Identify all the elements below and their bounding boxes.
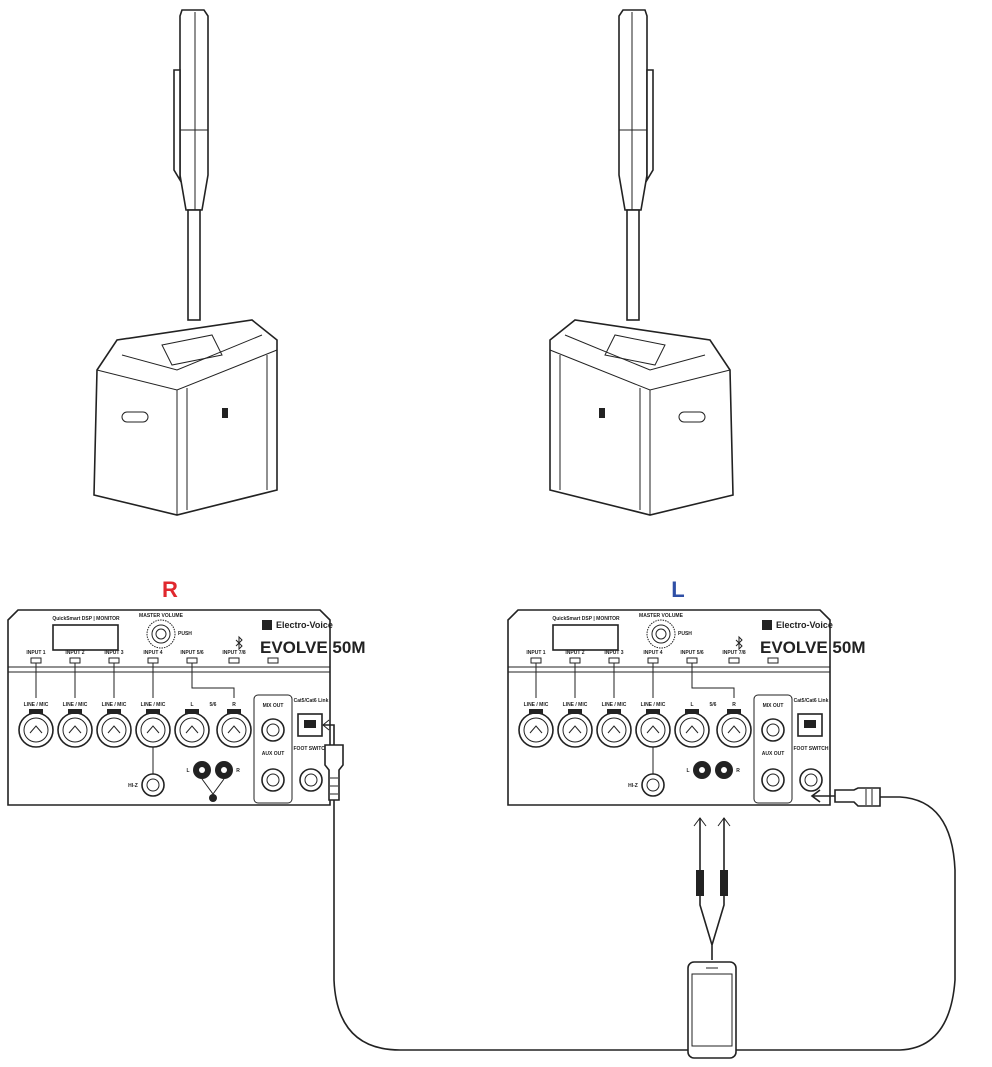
stereo-left-label: L (190, 702, 193, 708)
input-label: INPUT 2 (565, 650, 584, 656)
rca-left-label: L (186, 768, 189, 774)
input-label: INPUT 7/8 (222, 650, 246, 656)
input-type-label: LINE / MIC (524, 702, 549, 708)
master-volume-knob[interactable] (647, 620, 675, 648)
channel-label-left: L (671, 577, 684, 602)
link-port-label: Cat5/Cat6 Link (294, 698, 329, 704)
ethernet-plug-left (834, 787, 881, 807)
aux-out-jack[interactable] (261, 768, 285, 792)
output-section (253, 694, 293, 804)
mix-out-jack[interactable] (761, 718, 785, 742)
push-label: PUSH (178, 631, 192, 637)
stereo-pair-label: 5/6 (210, 702, 217, 708)
display-label: QuickSmart DSP | MONITOR (52, 616, 120, 622)
input-type-label: LINE / MIC (102, 702, 127, 708)
display-label: QuickSmart DSP | MONITOR (552, 616, 620, 622)
rca-left-label: L (686, 768, 689, 774)
input-label: INPUT 2 (65, 650, 84, 656)
hiz-label: HI-Z (628, 783, 638, 789)
ev-logo: EV (764, 624, 771, 630)
model-name: EVOLVE 50M (260, 638, 366, 657)
control-panel-left: QuickSmart DSP | MONITOR MASTER VOLUME PUS… (507, 609, 866, 806)
input-indicator (728, 657, 740, 664)
aux-out-jack[interactable] (761, 768, 785, 792)
input-label: INPUT 1 (526, 650, 545, 656)
hiz-label: HI-Z (128, 783, 138, 789)
network-link-cable (322, 719, 956, 1051)
input-type-label: LINE / MIC (602, 702, 627, 708)
input-indicator (228, 657, 240, 664)
input-label: INPUT 7/8 (722, 650, 746, 656)
master-volume-label: MASTER VOLUME (639, 613, 684, 619)
mix-out-label: MIX OUT (263, 703, 284, 709)
input-type-label: LINE / MIC (641, 702, 666, 708)
rca-right-label: R (236, 768, 240, 774)
speaker-right-channel (93, 9, 278, 516)
rca-junction (209, 794, 217, 802)
aux-out-label: AUX OUT (262, 751, 285, 757)
stereo-pair-label: 5/6 (710, 702, 717, 708)
brand-name: Electro-Voice (276, 620, 333, 630)
rca-cable (693, 817, 731, 960)
rca-input-left[interactable] (693, 761, 711, 779)
footswitch-jack[interactable] (799, 768, 823, 792)
hiz-input-jack[interactable] (141, 773, 165, 797)
input-type-label: LINE / MIC (63, 702, 88, 708)
input-label: INPUT 5/6 (680, 650, 704, 656)
input-label: INPUT 3 (104, 650, 123, 656)
control-panel-right: QuickSmart DSP | MONITOR MASTER VOLUME PUS… (7, 609, 366, 806)
output-section (753, 694, 793, 804)
input-label: INPUT 4 (143, 650, 162, 656)
speaker-left-channel (549, 9, 734, 516)
ethernet-plug-right (324, 744, 344, 801)
brand-name: Electro-Voice (776, 620, 833, 630)
rca-input-left[interactable] (193, 761, 211, 779)
mix-out-label: MIX OUT (763, 703, 784, 709)
footswitch-label: FOOT SWITCH (794, 746, 829, 752)
input-type-label: LINE / MIC (563, 702, 588, 708)
rca-right-label: R (736, 768, 740, 774)
mix-out-jack[interactable] (261, 718, 285, 742)
input-type-label: LINE / MIC (141, 702, 166, 708)
hiz-input-jack[interactable] (641, 773, 665, 797)
push-label: PUSH (678, 631, 692, 637)
stereo-left-label: L (690, 702, 693, 708)
footswitch-jack[interactable] (299, 768, 323, 792)
input-label: INPUT 3 (604, 650, 623, 656)
ev-logo: EV (264, 624, 271, 630)
rca-input-right[interactable] (215, 761, 233, 779)
input-label: INPUT 1 (26, 650, 45, 656)
channel-label-right: R (162, 577, 178, 602)
footswitch-label: FOOT SWITCH (294, 746, 329, 752)
model-name: EVOLVE 50M (760, 638, 866, 657)
input-label: INPUT 4 (643, 650, 662, 656)
rca-input-right[interactable] (715, 761, 733, 779)
master-volume-label: MASTER VOLUME (139, 613, 184, 619)
input-label: INPUT 5/6 (180, 650, 204, 656)
stereo-right-label: R (732, 702, 736, 708)
smartphone-icon (687, 961, 737, 1059)
aux-out-label: AUX OUT (762, 751, 785, 757)
input-type-label: LINE / MIC (24, 702, 49, 708)
link-port-label: Cat5/Cat6 Link (794, 698, 829, 704)
stereo-right-label: R (232, 702, 236, 708)
master-volume-knob[interactable] (147, 620, 175, 648)
